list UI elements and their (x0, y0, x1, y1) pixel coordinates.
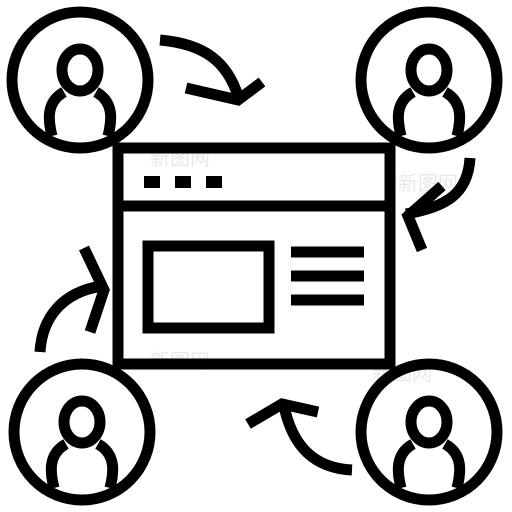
user-avatar-top-left-icon (6, 6, 154, 154)
arrow-bottom-right-icon (245, 398, 353, 476)
window-dot-icon (144, 176, 160, 188)
watermark-group: 新图网 新图网 新图网 新图网 (150, 146, 458, 385)
user-avatar-bottom-left-icon (8, 358, 156, 506)
arrow-top-right-icon (401, 157, 476, 253)
watermark-text: 新图网 (398, 171, 458, 195)
browser-window-icon (112, 142, 396, 370)
window-dot-icon (206, 176, 222, 188)
user-avatar-top-right-icon (355, 6, 503, 154)
image-placeholder-icon (142, 240, 275, 334)
arrow-bottom-left-icon (34, 245, 110, 353)
user-avatar-bottom-right-icon (355, 358, 503, 506)
arrow-top-left-icon (159, 34, 266, 106)
window-dot-icon (175, 176, 191, 188)
